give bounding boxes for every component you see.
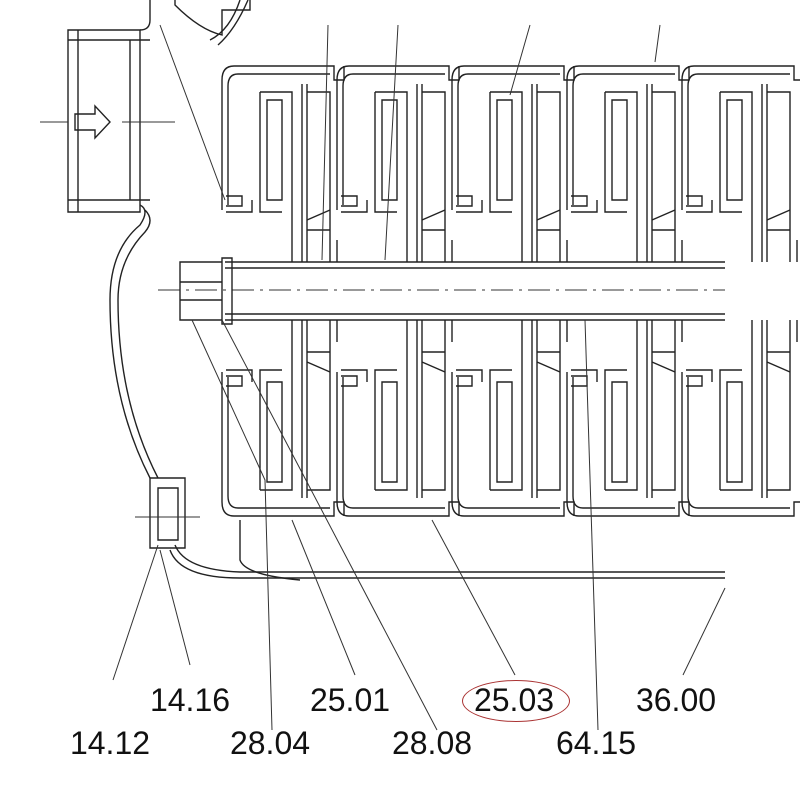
clamp-bracket bbox=[135, 477, 200, 549]
part-label-28-08: 28.08 bbox=[391, 725, 473, 761]
part-label-25-03: 25.03 bbox=[473, 682, 555, 718]
shaft-nut bbox=[179, 257, 233, 325]
pump-shaft bbox=[158, 261, 725, 321]
leader-lines bbox=[112, 24, 726, 731]
impeller-stages bbox=[221, 65, 800, 517]
part-label-36-00: 36.00 bbox=[635, 682, 717, 718]
inlet-pipe bbox=[40, 0, 175, 213]
part-label-14-16: 14.16 bbox=[149, 682, 231, 718]
impeller-stage bbox=[221, 65, 345, 517]
part-label-64-15: 64.15 bbox=[555, 725, 637, 761]
part-label-25-01: 25.01 bbox=[309, 682, 391, 718]
part-label-28-04: 28.04 bbox=[229, 725, 311, 761]
impeller-stage bbox=[681, 65, 800, 517]
impeller-stage bbox=[336, 65, 460, 517]
highlight-circle bbox=[462, 680, 570, 722]
flow-arrow-icon bbox=[74, 104, 111, 140]
impeller-stage bbox=[566, 65, 690, 517]
part-label-14-12: 14.12 bbox=[69, 725, 151, 761]
pump-casing bbox=[109, 0, 725, 581]
impeller-stage bbox=[451, 65, 575, 517]
